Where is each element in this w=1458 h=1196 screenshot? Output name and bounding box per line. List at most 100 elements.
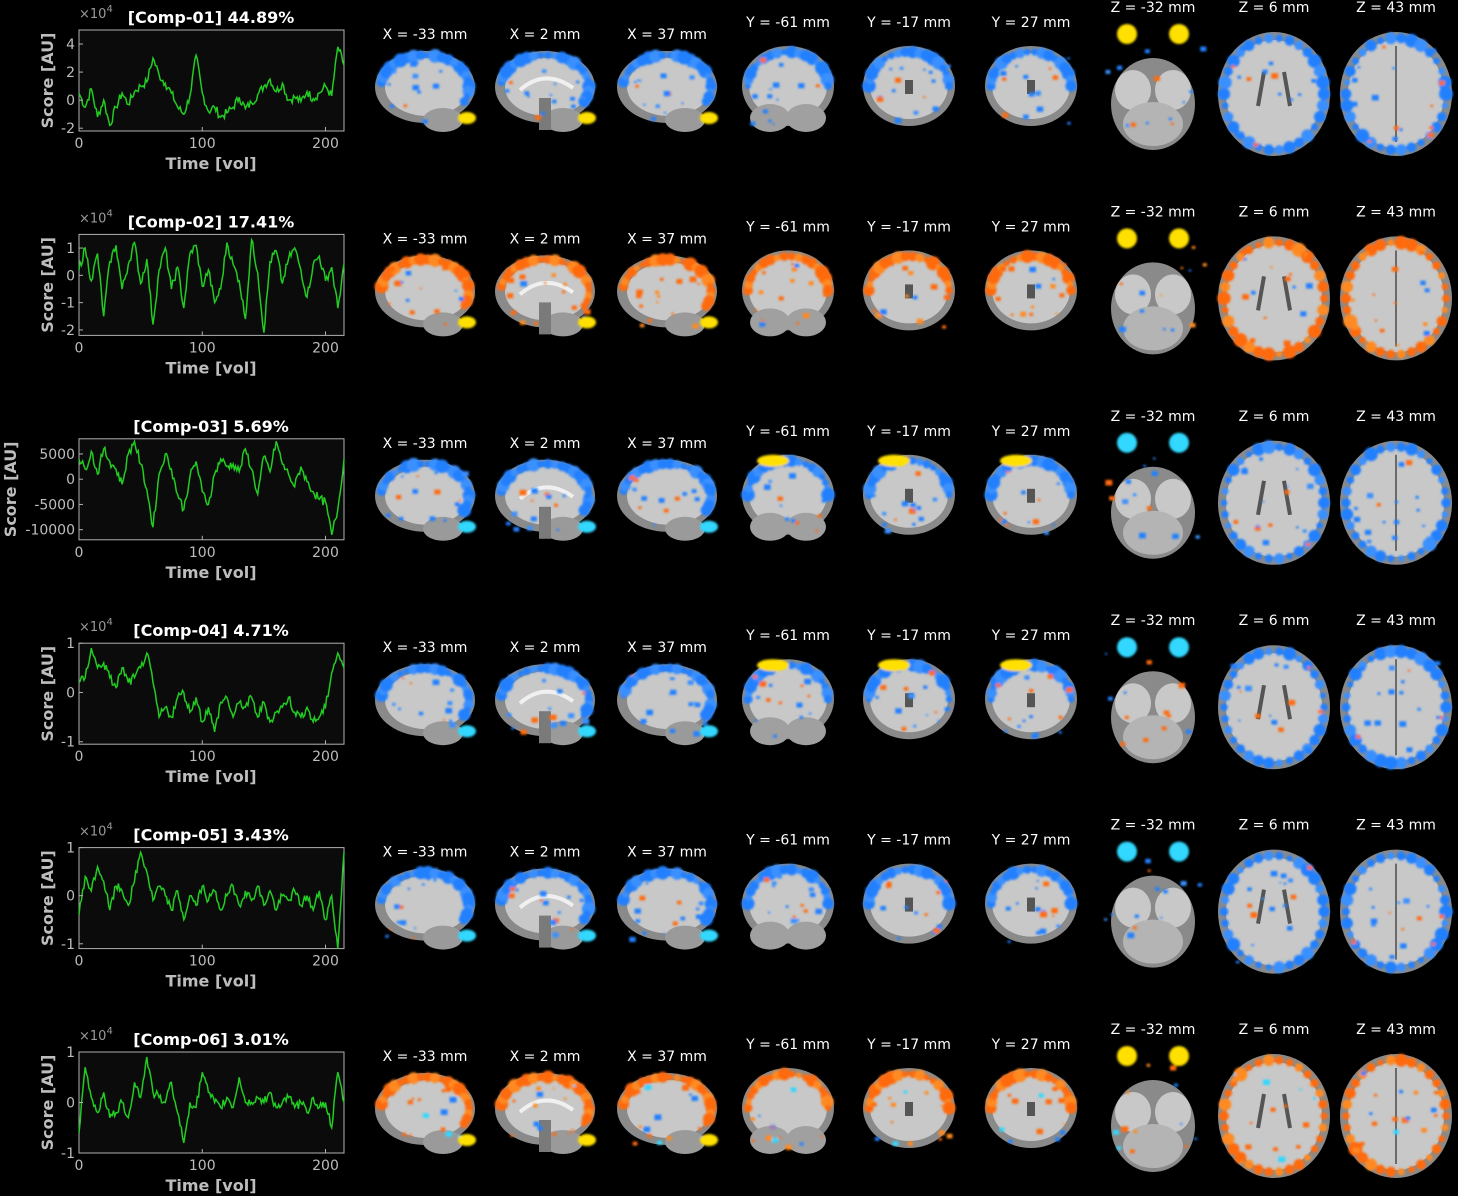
activation-voxel: [1023, 114, 1029, 120]
activation-voxel: [1307, 666, 1311, 669]
activation-voxel: [422, 1113, 429, 1118]
activation-blob: [944, 81, 954, 91]
peak-blob: [700, 725, 718, 738]
activation-voxel: [1247, 887, 1252, 891]
activation-voxel: [872, 899, 875, 902]
activation-voxel: [1374, 1094, 1378, 1097]
activation-voxel: [1278, 92, 1282, 96]
activation-voxel: [445, 708, 453, 714]
component-title: [Comp-05] 3.43%: [133, 826, 288, 845]
activation-voxel: [905, 294, 909, 298]
slice-label-coronal: Y = -17 mm: [866, 628, 951, 644]
activation-voxel: [672, 921, 678, 926]
activation-blob: [1431, 121, 1442, 133]
activation-blob: [1293, 449, 1305, 460]
slice-label-coronal: Y = 27 mm: [991, 219, 1071, 235]
ventricle: [905, 488, 913, 503]
activation-blob: [581, 1120, 588, 1127]
activation-blob: [1438, 75, 1452, 90]
activation-blob: [1024, 48, 1031, 56]
activation-voxel: [1283, 664, 1289, 669]
activation-voxel: [571, 1129, 575, 1132]
activation-voxel: [769, 88, 772, 91]
activation-voxel: [1271, 720, 1278, 725]
activation-blob: [417, 460, 425, 468]
activation-voxel: [871, 1102, 877, 1107]
activation-voxel: [1304, 256, 1307, 259]
activation-blob: [1263, 236, 1275, 249]
activation-voxel: [799, 1142, 804, 1146]
activation-voxel: [544, 282, 547, 284]
activation-blob: [1225, 522, 1232, 529]
activation-voxel: [1236, 686, 1241, 689]
activation-voxel: [540, 899, 543, 902]
activation-blob: [1320, 703, 1328, 711]
activation-map: [1117, 228, 1207, 333]
activation-blob: [741, 897, 755, 911]
axial-slice: [1340, 1053, 1452, 1178]
activation-voxel: [1241, 468, 1248, 475]
activation-voxel: [932, 497, 938, 502]
activation-blob: [1318, 1099, 1328, 1109]
activation-blob: [942, 1101, 956, 1115]
activation-map: [1341, 644, 1452, 770]
activation-voxel: [398, 707, 402, 711]
activation-blob: [1316, 522, 1323, 529]
activation-voxel: [772, 122, 775, 125]
activation-blob: [1386, 442, 1396, 452]
activation-voxel: [1271, 73, 1279, 79]
activation-voxel: [1278, 727, 1284, 732]
activation-blob: [1313, 65, 1326, 78]
activation-voxel: [886, 881, 892, 886]
activation-voxel: [1133, 926, 1137, 930]
cerebellum: [750, 921, 790, 950]
activation-blob: [866, 280, 874, 288]
activation-voxel: [1296, 468, 1299, 471]
activation-voxel: [512, 1099, 516, 1103]
activation-voxel: [441, 1089, 446, 1093]
activation-voxel: [1010, 313, 1014, 316]
activation-map: [864, 1069, 956, 1146]
activation-blob: [1036, 660, 1048, 673]
activation-voxel: [1127, 932, 1135, 939]
activation-blob: [1013, 1068, 1027, 1083]
activation-voxel: [1424, 288, 1430, 293]
activation-blob: [744, 484, 753, 493]
activation-voxel: [659, 277, 664, 281]
activation-voxel: [551, 273, 556, 277]
activation-voxel: [897, 937, 901, 940]
activation-blob: [529, 869, 539, 879]
x-axis-label: Time [vol]: [165, 358, 256, 377]
activation-voxel: [1044, 531, 1049, 535]
activation-voxel: [506, 521, 511, 526]
activation-voxel: [1399, 721, 1407, 727]
activation-blob: [1344, 65, 1356, 77]
brain-tissue: [1226, 1062, 1322, 1170]
activation-blob: [416, 1073, 425, 1082]
activation-voxel: [908, 693, 915, 699]
activation-voxel: [1231, 65, 1235, 68]
cerebellum: [786, 512, 826, 541]
activation-blob: [1342, 486, 1352, 496]
activation-voxel: [1180, 1123, 1183, 1125]
activation-voxel: [429, 516, 436, 521]
activation-voxel: [1008, 1139, 1013, 1144]
activation-voxel: [419, 287, 422, 290]
activation-voxel: [778, 296, 784, 301]
score-trace: [78, 1056, 345, 1144]
activation-voxel: [1194, 1137, 1198, 1140]
activation-voxel: [1371, 922, 1376, 927]
activation-voxel: [432, 679, 440, 685]
activation-voxel: [789, 473, 796, 479]
activation-blob: [1442, 1112, 1450, 1120]
activation-blob: [1340, 99, 1354, 112]
activation-map: [1104, 841, 1202, 939]
activation-blob: [1219, 1111, 1229, 1121]
activation-voxel: [1292, 285, 1296, 289]
activation-blob: [1224, 476, 1232, 484]
activation-voxel: [646, 709, 653, 716]
activation-blob: [1274, 145, 1284, 155]
activation-voxel: [393, 282, 397, 285]
activation-voxel: [1439, 914, 1445, 919]
ventricle: [1027, 693, 1035, 708]
